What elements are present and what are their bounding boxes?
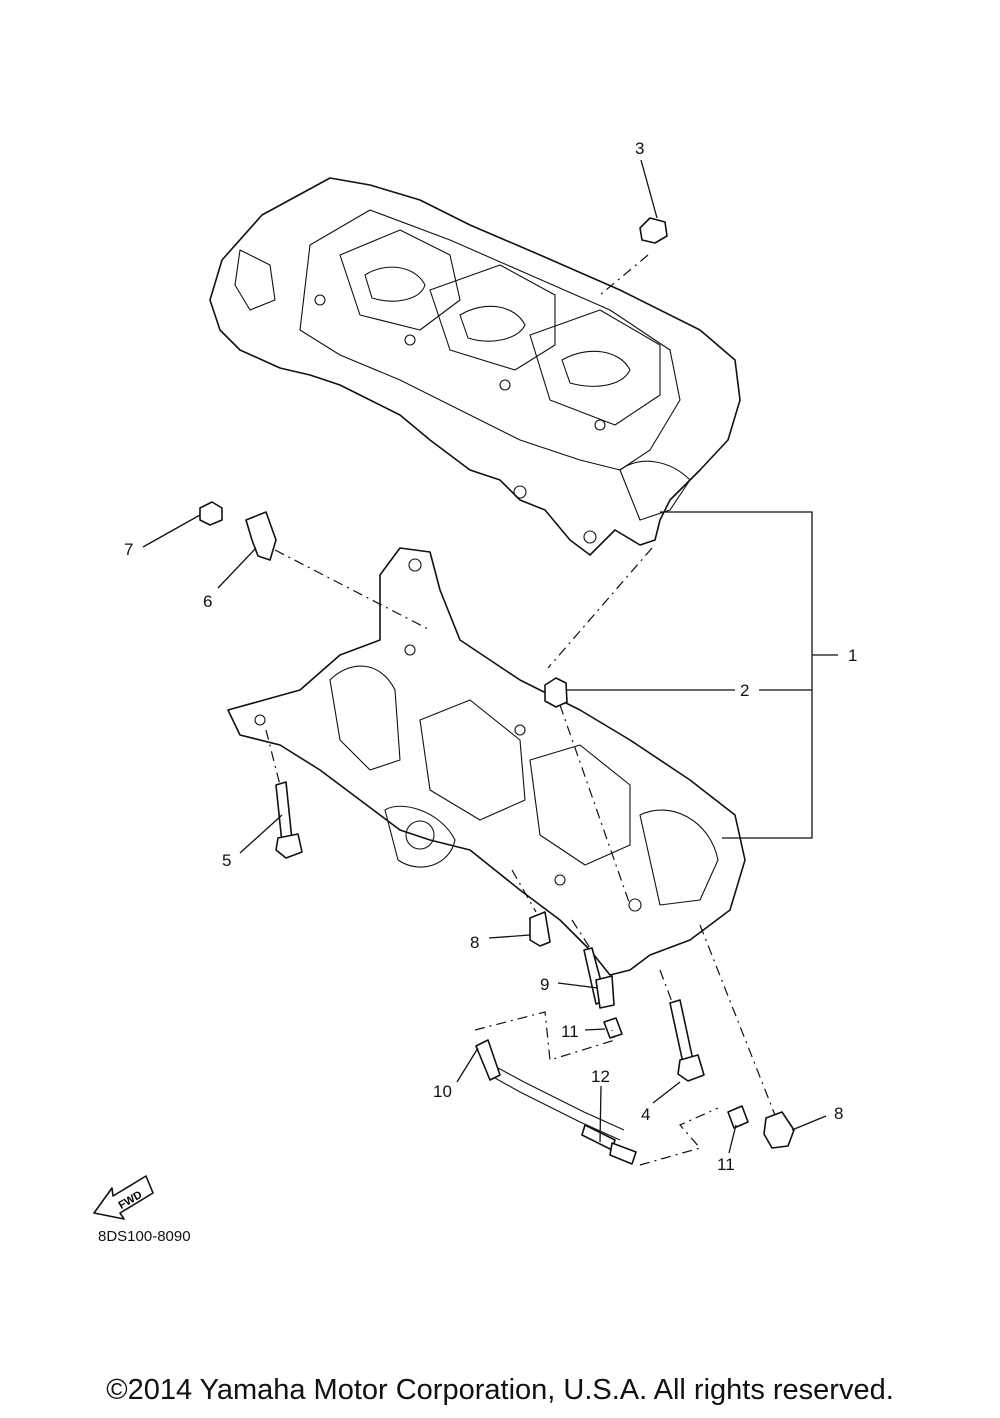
part-9-fitting: [583, 947, 615, 1009]
fwd-arrow: FWD: [93, 1175, 154, 1220]
callout-8-right: 8: [834, 1104, 843, 1123]
callout-2: 2: [740, 681, 749, 700]
part-2-dowel: [544, 677, 568, 708]
callout-1: 1: [848, 646, 857, 665]
callout-4: 4: [641, 1105, 650, 1124]
callout-8-left: 8: [470, 933, 479, 952]
copyright-notice: ©2014 Yamaha Motor Corporation, U.S.A. A…: [106, 1374, 894, 1406]
diagram-code: 8DS100-8090: [98, 1228, 191, 1245]
part-3-dowel: [639, 217, 668, 244]
part-8-fitting-right: [763, 1111, 795, 1149]
callout-10: 10: [433, 1082, 452, 1101]
callout-11-upper: 11: [561, 1022, 579, 1041]
exploded-parts-diagram: 3 1 2 7 6 5 8 9 11 10 12 4 11 8 FWD: [93, 139, 857, 1220]
part-5-bolt: [275, 781, 303, 859]
assembly-lines: [265, 254, 776, 1166]
callout-12: 12: [591, 1067, 610, 1086]
lower-crankcase: [227, 547, 746, 976]
upper-crankcase: [209, 177, 741, 556]
part-8-fitting-left: [529, 911, 551, 947]
part-6-bracket: [245, 511, 277, 561]
callout-11-lower: 11: [717, 1155, 735, 1174]
part-12-spring: [581, 1124, 637, 1165]
part-11-collar-upper: [603, 1017, 623, 1039]
callout-7: 7: [124, 540, 133, 559]
callout-3: 3: [635, 139, 644, 158]
callouts: 3 1 2 7 6 5 8 9 11 10 12 4 11 8: [124, 139, 857, 1174]
part-11-collar-lower: [727, 1105, 749, 1129]
callout-9: 9: [540, 975, 549, 994]
leader-lines: [142, 159, 838, 1154]
callout-6: 6: [203, 592, 212, 611]
part-7-bolt: [199, 501, 223, 526]
part-4-bolt: [669, 999, 705, 1082]
callout-5: 5: [222, 851, 231, 870]
